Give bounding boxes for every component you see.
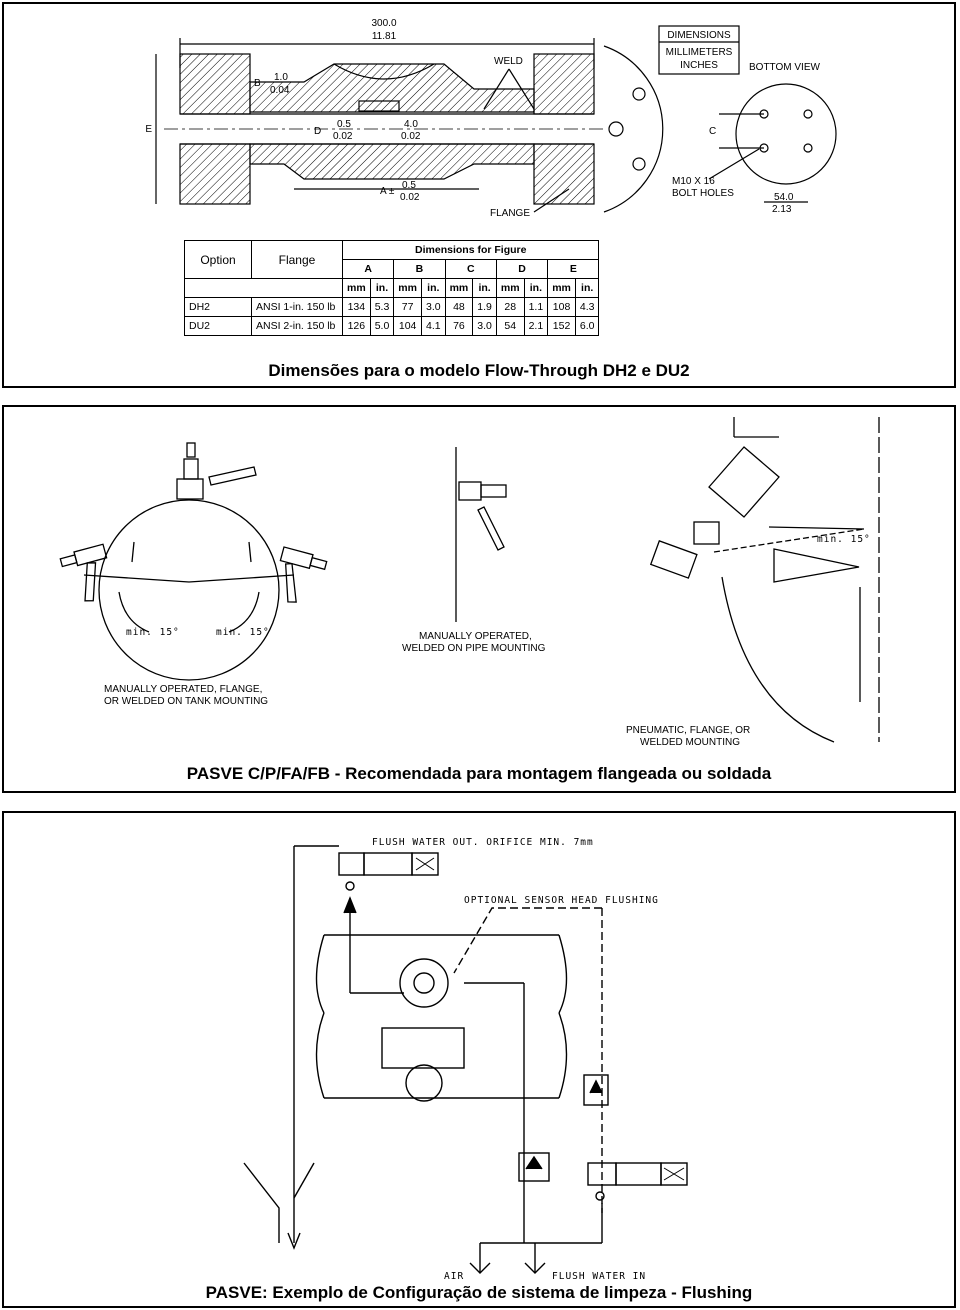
flange-header: Flange [251, 240, 343, 279]
column-header: A [341, 259, 395, 279]
d-label: D [314, 126, 321, 137]
legend-mm: MILLIMETERS [666, 47, 733, 58]
dimensions-panel: 300.0 11.81 E B 1.0 0.04 D 0.5 0.02 4.0 … [2, 2, 956, 388]
min15-pneumatic: min. 15° [817, 534, 871, 545]
flushing-panel: FLUSH WATER OUT. ORIFICE MIN. 7mm OPTION… [2, 811, 956, 1308]
unit-header: mm [547, 278, 576, 298]
unit-header: mm [444, 278, 474, 298]
pipe-label-1: MANUALLY OPERATED, [419, 631, 532, 642]
a-label: A ± [380, 186, 395, 197]
value-cell: 5.0 [369, 316, 395, 336]
value-cell: 48 [444, 297, 474, 317]
svg-text:0.02: 0.02 [333, 131, 353, 142]
unit-header: in. [472, 278, 497, 298]
value-cell: 134 [342, 297, 371, 317]
min15-left: min. 15° [126, 627, 180, 638]
value-cell: 1.1 [523, 297, 549, 317]
b-label: B [254, 78, 261, 89]
e-label: E [145, 124, 152, 135]
value-cell: 28 [495, 297, 525, 317]
weld-label: WELD [494, 56, 523, 67]
svg-text:0.5: 0.5 [402, 180, 416, 191]
bottom-view-label: BOTTOM VIEW [749, 62, 820, 73]
svg-text:0.04: 0.04 [270, 85, 290, 96]
column-header: C [444, 259, 497, 279]
pneumatic-label-1: PNEUMATIC, FLANGE, OR [626, 725, 750, 736]
option-cell: DH2 [184, 297, 252, 317]
unit-header: mm [393, 278, 422, 298]
svg-text:2.13: 2.13 [772, 204, 792, 215]
unit-header: mm [342, 278, 371, 298]
unit-header: mm [495, 278, 525, 298]
flushing-diagram: FLUSH WATER OUT. ORIFICE MIN. 7mm OPTION… [243, 837, 688, 1282]
svg-text:0.5: 0.5 [337, 119, 351, 130]
overall-dim-mm: 300.0 [371, 18, 396, 29]
caption-flushing: PASVE: Exemplo de Configuração de sistem… [205, 1283, 753, 1302]
mounting-panel: min. 15° min. 15° MANUALLY OPERATED, FLA… [2, 405, 956, 793]
svg-text:0.02: 0.02 [401, 131, 421, 142]
tank-label-1: MANUALLY OPERATED, FLANGE, [104, 684, 262, 695]
c-label: C [709, 126, 716, 137]
value-cell: 108 [547, 297, 576, 317]
value-cell: 5.3 [369, 297, 395, 317]
svg-text:1.0: 1.0 [274, 72, 288, 83]
min15-right: min. 15° [216, 627, 270, 638]
mounting-drawing: min. 15° min. 15° MANUALLY OPERATED, FLA… [59, 417, 880, 748]
value-cell: 3.0 [472, 316, 497, 336]
value-cell: 4.1 [420, 316, 446, 336]
tank-label-2: OR WELDED ON TANK MOUNTING [104, 696, 268, 707]
value-cell: 3.0 [420, 297, 446, 317]
caption-dimensions: Dimensões para o modelo Flow-Through DH2… [268, 361, 690, 380]
value-cell: 126 [342, 316, 371, 336]
value-cell: 104 [393, 316, 422, 336]
table-title: Dimensions for Figure [341, 240, 600, 260]
value-cell: 152 [547, 316, 576, 336]
unit-header: in. [420, 278, 446, 298]
legend-title: DIMENSIONS [667, 30, 731, 41]
value-cell: 6.0 [574, 316, 600, 336]
overall-dim-in: 11.81 [372, 31, 397, 42]
flange-cell: ANSI 1-in. 150 lb [251, 297, 343, 317]
value-cell: 2.1 [523, 316, 549, 336]
value-cell: 54 [495, 316, 525, 336]
svg-text:M10 X 16: M10 X 16 [672, 176, 715, 187]
value-cell: 76 [444, 316, 474, 336]
caption-mounting: PASVE C/P/FA/FB - Recomendada para monta… [186, 764, 772, 783]
flow-through-drawing: 300.0 11.81 E B 1.0 0.04 D 0.5 0.02 4.0 … [145, 18, 837, 219]
column-header: D [495, 259, 549, 279]
value-cell: 1.9 [472, 297, 497, 317]
legend-in: INCHES [680, 60, 718, 71]
blank-cell [184, 278, 343, 298]
unit-header: in. [369, 278, 395, 298]
flange-cell: ANSI 2-in. 150 lb [251, 316, 343, 336]
flush-out-label: FLUSH WATER OUT. ORIFICE MIN. 7mm [372, 837, 594, 848]
unit-header: in. [574, 278, 600, 298]
flange-label: FLANGE [490, 208, 530, 219]
air-label: AIR [444, 1271, 464, 1282]
option-header: Option [184, 240, 252, 279]
optional-flushing-label: OPTIONAL SENSOR HEAD FLUSHING [464, 895, 659, 906]
pneumatic-label-2: WELDED MOUNTING [640, 737, 740, 748]
value-cell: 4.3 [574, 297, 600, 317]
svg-text:0.02: 0.02 [400, 192, 420, 203]
svg-text:BOLT HOLES: BOLT HOLES [672, 188, 734, 199]
option-cell: DU2 [184, 316, 252, 336]
svg-text:4.0: 4.0 [404, 119, 418, 130]
flush-in-label: FLUSH WATER IN [552, 1271, 646, 1282]
pipe-label-2: WELDED ON PIPE MOUNTING [402, 643, 546, 654]
column-header: E [547, 259, 600, 279]
column-header: B [393, 259, 446, 279]
svg-text:54.0: 54.0 [774, 192, 794, 203]
unit-header: in. [523, 278, 549, 298]
value-cell: 77 [393, 297, 422, 317]
